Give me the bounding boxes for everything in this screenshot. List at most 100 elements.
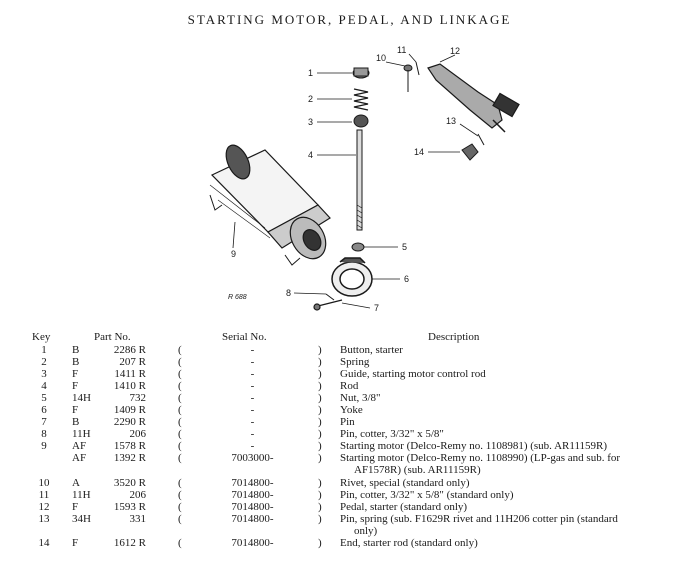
callout-10: 10 xyxy=(376,53,386,63)
serial-number: - xyxy=(250,392,255,404)
serial-number: 7014800- xyxy=(231,477,274,489)
part-group: AF xyxy=(72,440,87,452)
part-key: 12 xyxy=(38,501,50,513)
part-group: B xyxy=(72,344,80,356)
part-number: 1409 R xyxy=(113,404,146,416)
serial-close-paren: ) xyxy=(318,380,322,392)
serial-number: - xyxy=(250,416,255,428)
part-description: Pin xyxy=(340,416,355,428)
starter-button-drawing xyxy=(352,67,370,79)
cotter-pin-drawing xyxy=(415,61,420,76)
callout-4: 4 xyxy=(308,150,313,160)
serial-open-paren: ( xyxy=(178,416,182,428)
callout-14: 14 xyxy=(414,147,424,157)
callout-6: 6 xyxy=(404,274,409,284)
serial-open-paren: ( xyxy=(178,537,182,549)
part-key: 2 xyxy=(41,356,47,368)
page-title: STARTING MOTOR, PEDAL, AND LINKAGE xyxy=(187,12,512,27)
serial-number: - xyxy=(250,344,255,356)
serial-number: 7014800- xyxy=(231,501,274,513)
serial-number: 7014800- xyxy=(231,537,274,549)
part-group: F xyxy=(72,368,79,380)
leader-lines xyxy=(232,53,479,309)
part-number: 331 xyxy=(129,513,147,525)
callout-7: 7 xyxy=(374,303,379,313)
end-drawing xyxy=(461,143,479,161)
serial-open-paren: ( xyxy=(178,392,182,404)
spring-pin-drawing xyxy=(477,133,485,146)
part-number: 1410 R xyxy=(113,380,146,392)
serial-close-paren: ) xyxy=(318,392,322,404)
part-description: Button, starter xyxy=(340,344,403,356)
part-key: 3 xyxy=(41,368,47,380)
serial-number: - xyxy=(250,428,255,440)
part-number: 1578 R xyxy=(113,440,146,452)
part-description: End, starter rod (standard only) xyxy=(340,537,478,549)
part-group: B xyxy=(72,356,80,368)
part-description: only) xyxy=(354,525,378,537)
serial-close-paren: ) xyxy=(318,489,322,501)
header-serial-no: Serial No. xyxy=(222,331,267,343)
serial-open-paren: ( xyxy=(178,513,182,525)
serial-open-paren: ( xyxy=(178,440,182,452)
pin-drawing xyxy=(313,293,343,311)
part-group: AF xyxy=(72,452,87,464)
serial-number: 7003000- xyxy=(231,452,274,464)
part-group: 14H xyxy=(72,392,91,404)
part-number: 1612 R xyxy=(113,537,146,549)
serial-number: 7014800- xyxy=(231,513,274,525)
part-key: 5 xyxy=(41,392,47,404)
serial-close-paren: ) xyxy=(318,501,322,513)
header-key: Key xyxy=(32,331,51,343)
part-description: Pedal, starter (standard only) xyxy=(340,501,468,513)
part-group: F xyxy=(72,501,79,513)
yoke-drawing xyxy=(331,257,373,297)
part-key: 13 xyxy=(38,513,50,525)
serial-open-paren: ( xyxy=(178,428,182,440)
part-description: Guide, starting motor control rod xyxy=(340,368,486,380)
part-group: 11H xyxy=(72,489,91,501)
part-description: Starting motor (Delco-Remy no. 1108990) … xyxy=(340,452,621,464)
part-key: 8 xyxy=(41,428,47,440)
part-number: 206 xyxy=(129,489,147,501)
part-group: F xyxy=(72,380,79,392)
callout-8: 8 xyxy=(286,288,291,298)
serial-open-paren: ( xyxy=(178,380,182,392)
serial-close-paren: ) xyxy=(318,368,322,380)
callout-5: 5 xyxy=(402,242,407,252)
part-number: 1593 R xyxy=(113,501,146,513)
callout-9: 9 xyxy=(231,249,236,259)
serial-number: - xyxy=(250,368,255,380)
part-group: B xyxy=(72,416,80,428)
serial-close-paren: ) xyxy=(318,537,322,549)
part-number: 732 xyxy=(129,392,147,404)
part-group: 11H xyxy=(72,428,91,440)
serial-open-paren: ( xyxy=(178,477,182,489)
part-group: 34H xyxy=(72,513,91,525)
serial-close-paren: ) xyxy=(318,404,322,416)
part-group: A xyxy=(72,477,80,489)
part-key: 6 xyxy=(41,404,47,416)
serial-number: - xyxy=(250,356,255,368)
callout-1: 1 xyxy=(308,68,313,78)
serial-close-paren: ) xyxy=(318,416,322,428)
serial-close-paren: ) xyxy=(318,513,322,525)
part-description: Rivet, special (standard only) xyxy=(340,477,470,489)
part-key: 11 xyxy=(38,489,50,501)
part-key: 1 xyxy=(41,344,47,356)
callout-11: 11 xyxy=(397,45,406,55)
exploded-parts-diagram: 1 2 3 4 5 6 7 8 9 10 11 12 13 14 R 688 xyxy=(209,45,520,313)
serial-close-paren: ) xyxy=(318,356,322,368)
serial-number: - xyxy=(250,404,255,416)
starting-motor-drawing xyxy=(209,144,331,266)
part-number: 3520 R xyxy=(113,477,146,489)
callout-13: 13 xyxy=(446,116,456,126)
pedal-drawing xyxy=(427,63,520,133)
part-number: 1411 R xyxy=(114,368,146,380)
part-description: AF1578R) (sub. AR11159R) xyxy=(354,464,481,476)
serial-open-paren: ( xyxy=(178,489,182,501)
part-key: 10 xyxy=(38,477,50,489)
figure-reference: R 688 xyxy=(228,294,247,301)
guide-drawing xyxy=(353,114,369,128)
serial-open-paren: ( xyxy=(178,368,182,380)
